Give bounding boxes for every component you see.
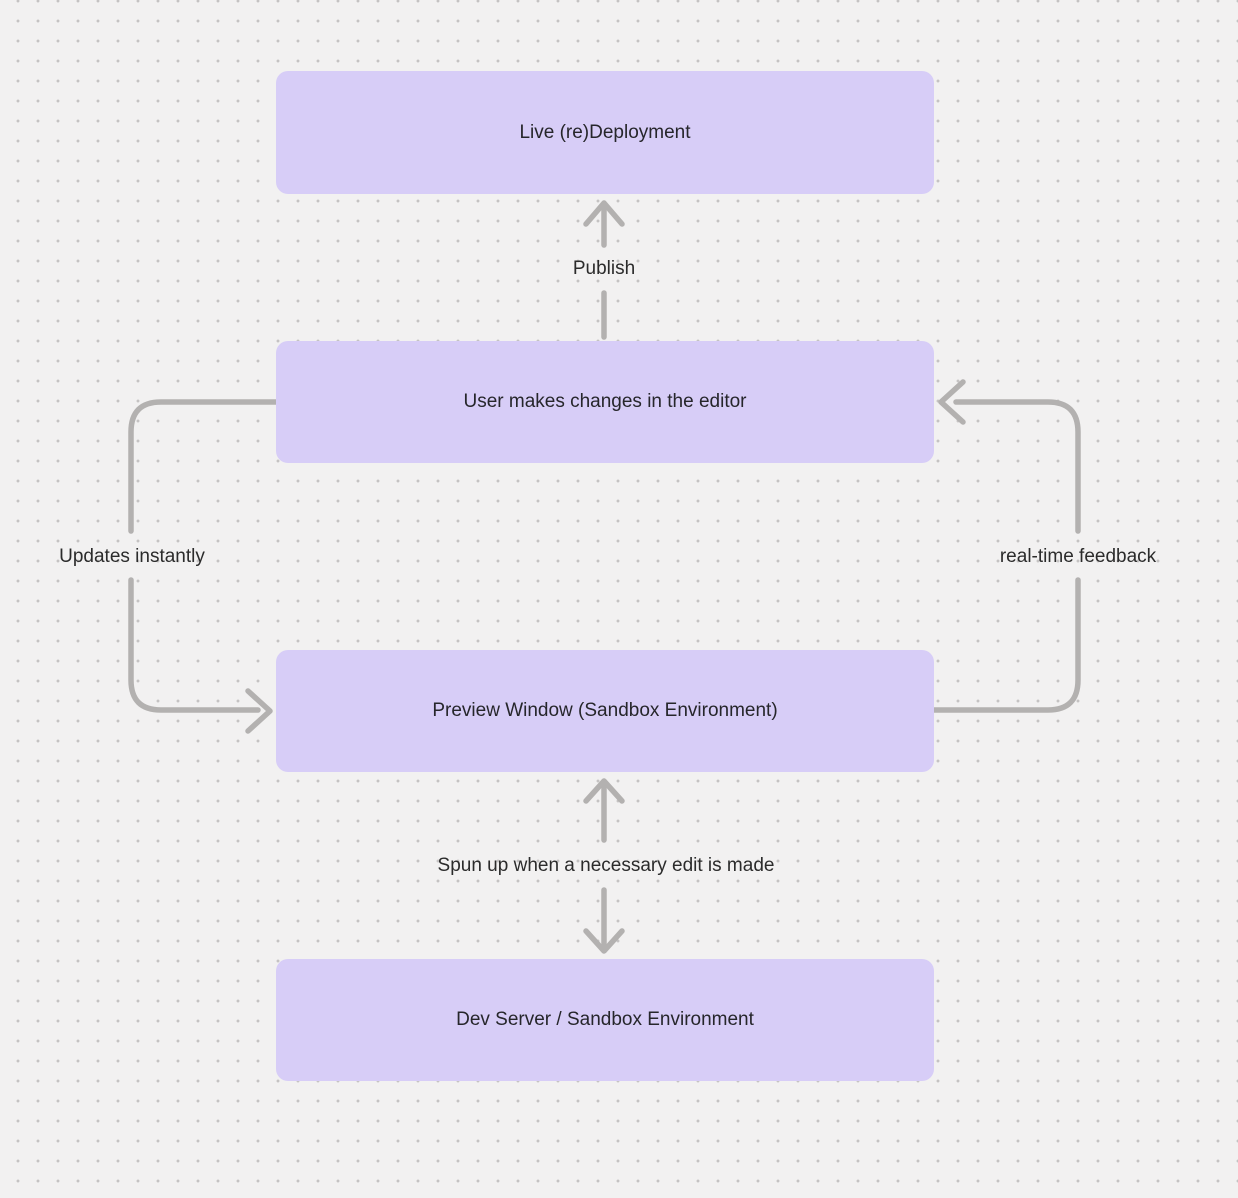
edge-label-real-time-feedback: real-time feedback — [999, 546, 1157, 567]
arrowhead-left-icon — [938, 379, 966, 425]
node-label: Preview Window (Sandbox Environment) — [432, 700, 778, 721]
edge-label-spun-up: Spun up when a necessary edit is made — [437, 855, 775, 876]
node-preview-window[interactable]: Preview Window (Sandbox Environment) — [276, 650, 934, 772]
arrowhead-up-icon — [583, 778, 625, 804]
edge-spun-up — [583, 778, 625, 954]
node-label: User makes changes in the editor — [463, 391, 747, 412]
edge-publish — [583, 200, 625, 340]
node-user-makes-changes[interactable]: User makes changes in the editor — [276, 341, 934, 463]
feedback-loop-lower — [931, 577, 1081, 713]
updates-loop-lower — [128, 577, 261, 713]
node-live-redeployment[interactable]: Live (re)Deployment — [276, 71, 934, 194]
node-dev-server[interactable]: Dev Server / Sandbox Environment — [276, 959, 934, 1081]
edge-label-updates-instantly: Updates instantly — [59, 546, 205, 567]
arrowhead-up-icon — [583, 200, 625, 227]
edge-updates-instantly — [128, 399, 279, 734]
node-label: Dev Server / Sandbox Environment — [456, 1009, 754, 1030]
arrowhead-down-icon — [583, 928, 625, 954]
node-label: Live (re)Deployment — [519, 121, 691, 143]
feedback-loop-upper — [953, 399, 1081, 534]
updates-loop-upper — [128, 399, 279, 534]
arrowhead-right-icon — [245, 688, 273, 734]
edge-realtime-feedback — [931, 379, 1081, 713]
edge-label-publish: Publish — [572, 258, 636, 279]
